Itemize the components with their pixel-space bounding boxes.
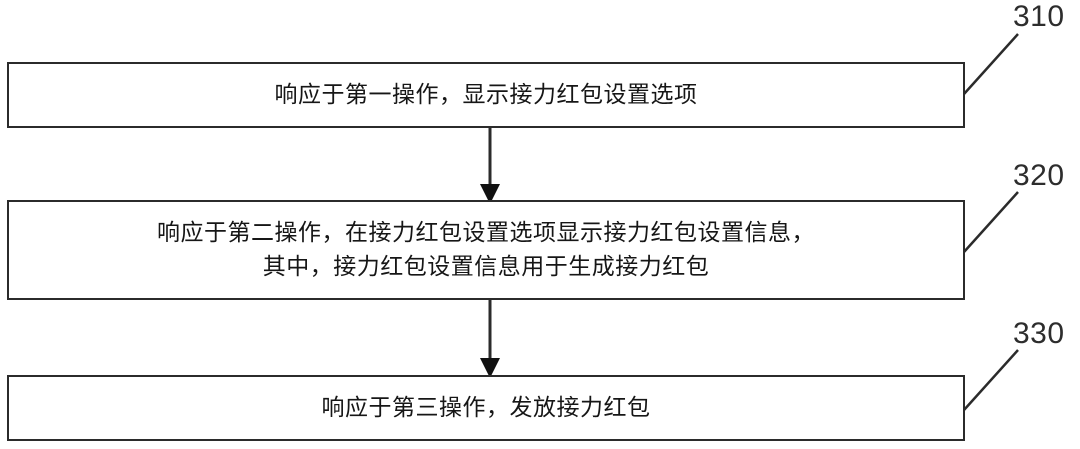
leader-line-310 — [963, 33, 1019, 95]
connector-arrow-320-to-330 — [480, 298, 500, 378]
leader-line-330 — [963, 349, 1019, 411]
reference-number-310: 310 — [1013, 0, 1065, 33]
flow-step-text-line: 响应于第二操作，在接力红包设置选项显示接力红包设置信息， — [157, 220, 815, 245]
flow-step-box-330: 响应于第三操作，发放接力红包 — [7, 375, 965, 441]
flow-step-box-310: 响应于第一操作，显示接力红包设置选项 — [7, 62, 965, 128]
flow-step-text-line: 其中，接力红包设置信息用于生成接力红包 — [262, 254, 710, 279]
reference-number-330: 330 — [1013, 317, 1065, 350]
flow-step-text-line: 响应于第三操作，发放接力红包 — [321, 395, 651, 420]
flow-step-text-line: 响应于第一操作，显示接力红包设置选项 — [274, 82, 698, 107]
flow-step-box-320: 响应于第二操作，在接力红包设置选项显示接力红包设置信息， 其中，接力红包设置信息… — [7, 200, 965, 300]
leader-line-320 — [963, 191, 1019, 253]
connector-arrow-310-to-320 — [480, 126, 500, 204]
reference-number-320: 320 — [1013, 159, 1065, 192]
